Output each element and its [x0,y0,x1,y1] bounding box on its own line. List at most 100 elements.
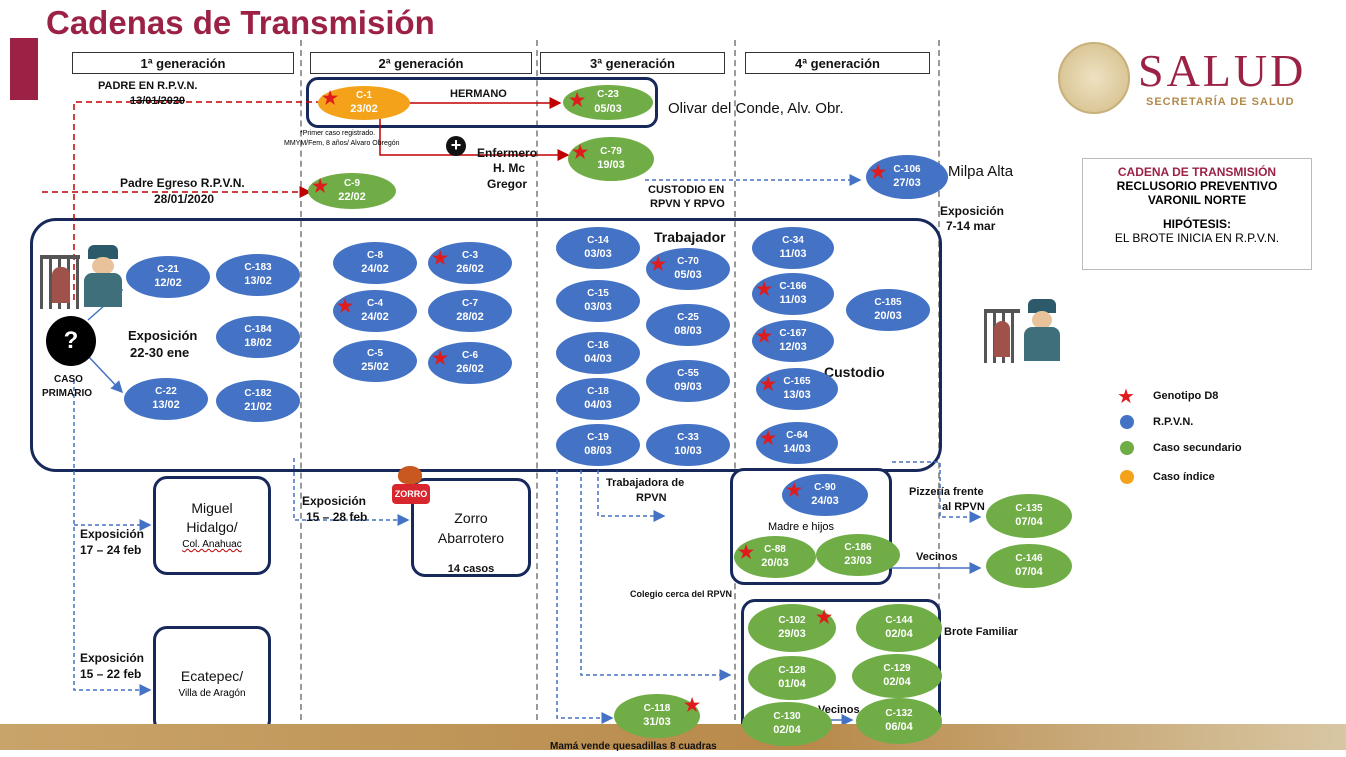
label-exposicion-1: Exposición [128,328,198,343]
case-id: C-132 [885,707,913,719]
title-accent-bar [10,38,38,100]
label-pizzeria: Pizzería frente [909,486,984,498]
case-date: 25/02 [361,361,389,374]
connector-c1-c79 [379,114,570,161]
case-date: 18/02 [244,337,272,350]
genotype-star-icon: ★ [572,142,589,162]
page-title: Cadenas de Transmisión [46,4,435,41]
case-id: C-106 [893,163,921,175]
case-date: 02/04 [773,724,801,737]
case-id: C-9 [343,177,361,189]
label-miguel-1: Miguel [191,500,233,516]
case-date: 02/04 [883,676,911,689]
label-pizzeria-2: al RPVN [942,501,985,513]
case-id: C-18 [587,385,609,397]
case-id: C-79 [600,145,622,157]
case-date: 26/02 [456,263,484,276]
case-id: C-70 [677,255,699,267]
case-id: C-135 [1015,502,1043,514]
legend: ★ Genotipo D8 R.P.V.N. Caso secundario C… [1117,383,1242,493]
case-id: C-15 [587,287,609,299]
case-date: 11/03 [779,294,807,307]
label-mama: Mamá vende quesadillas 8 cuadras [550,741,717,752]
label-exp-zorro-dates: 15 – 28 feb [306,510,368,524]
panel-title: CADENA DE TRANSMISIÓN [1117,165,1277,179]
case-id: C-22 [155,385,177,397]
case-id: C-6 [461,349,479,361]
case-id: C-118 [643,702,671,714]
blue-dot-icon [1120,415,1134,429]
green-dot-icon [1120,441,1134,455]
label-padre-egreso: Padre Egreso R.P.V.N. [120,176,245,190]
label-enfermero: Enfermero [477,146,538,160]
label-vecinos-2: Vecinos [818,704,860,716]
prison-guard-icon [40,245,132,309]
case-node-c-129: C-129 02/04 [852,654,942,698]
case-date: 20/03 [761,557,789,570]
case-id: C-144 [885,614,913,626]
case-date: 01/04 [778,678,806,691]
case-id: C-55 [677,367,699,379]
panel-hypothesis-label: HIPÓTESIS: [1162,217,1231,231]
genotype-star-icon: ★ [684,695,701,715]
genotype-star-icon: ★ [322,88,339,108]
connector-to-brote [580,470,732,681]
case-date: 14/03 [783,443,811,456]
case-date: 21/02 [244,401,272,414]
label-rpvn-rpvo: RPVN Y RPVO [650,198,725,210]
genotype-star-icon: ★ [756,326,773,346]
label-zorro-1: Zorro [454,510,488,526]
case-node-c-21: C-21 12/02 [126,256,210,298]
case-date: 29/03 [778,628,806,641]
case-date: 31/03 [643,716,671,729]
note-primer-caso: *Primer caso registrado. [300,130,376,137]
label-brote-familiar: Brote Familiar [944,626,1018,638]
case-id: C-25 [677,311,699,323]
case-id: C-129 [883,662,911,674]
genotype-star-icon: ★ [738,542,755,562]
label-zorro-casos: 14 casos [447,563,495,575]
case-date: 27/03 [893,177,921,190]
column-separator [734,40,736,720]
case-date: 23/02 [350,103,378,116]
genotype-star-icon: ★ [432,348,449,368]
case-id: C-186 [844,541,872,553]
column-separator [300,40,302,720]
label-miguel-2: Hidalgo/ [186,519,238,535]
generation-header-4: 4ª generación [745,52,930,74]
generation-header-3: 3ª generación [540,52,725,74]
legend-label: R.P.V.N. [1153,416,1194,428]
label-madre-hijos: Madre e hijos [768,521,835,533]
legend-item-rpvn: R.P.V.N. [1117,409,1242,435]
label-exp-ec: Exposición [80,651,145,665]
case-id: C-21 [157,263,179,275]
legend-item-index: Caso índice [1117,461,1242,493]
case-date: 28/02 [456,311,484,324]
case-date: 10/03 [674,445,702,458]
genotype-star-icon: ★ [816,607,833,627]
label-milpa-alta: Milpa Alta [948,163,1014,180]
case-date: 23/03 [844,555,872,568]
case-date: 12/02 [154,277,182,290]
label-padre-rpvn-date: 13/01/2020 [130,95,186,107]
case-id: C-166 [779,280,807,292]
label-gregor: Gregor [487,177,528,191]
